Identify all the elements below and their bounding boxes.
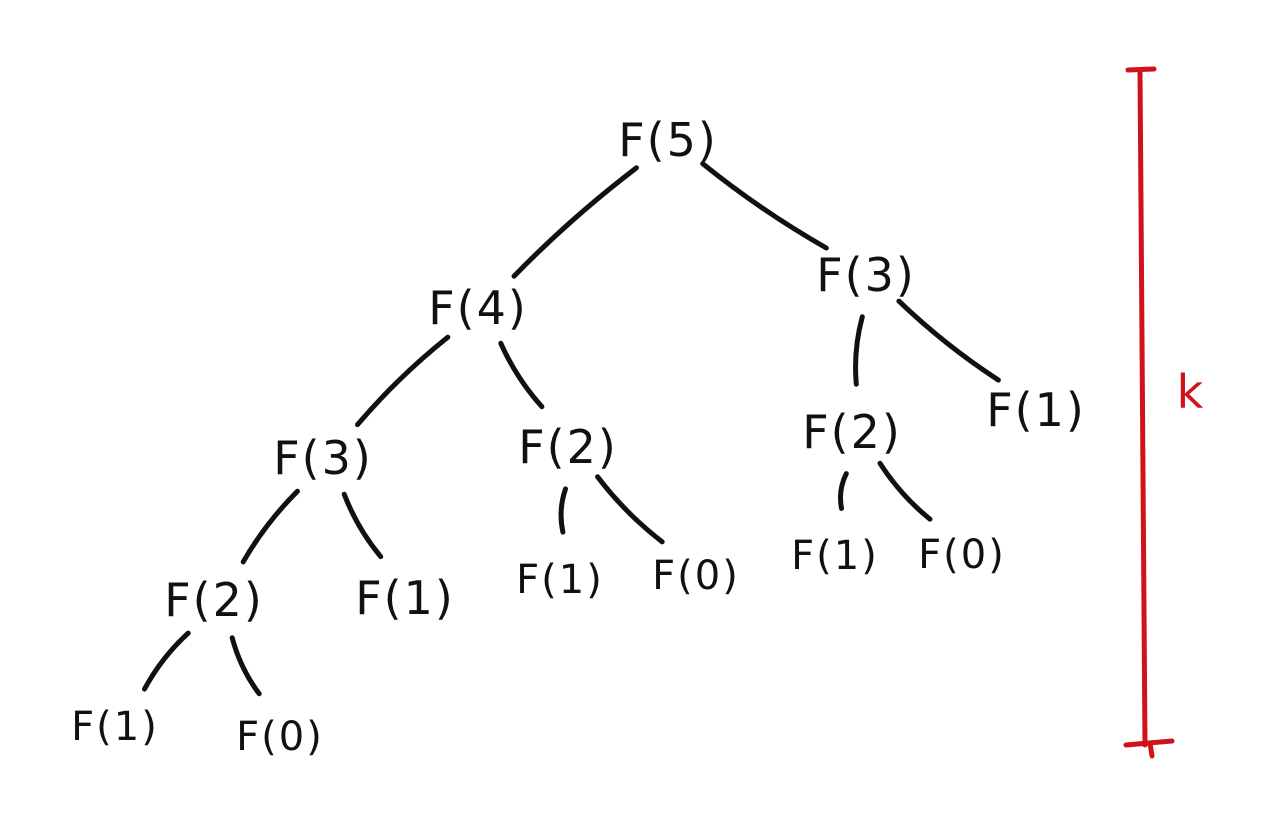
node-f2-middle: F(2) <box>518 420 618 474</box>
tree-edge-n4-n10 <box>595 474 665 545</box>
tree-edge-n5-n12 <box>877 460 933 522</box>
tree-edge-n3-n8 <box>341 491 384 560</box>
node-f0-middle: F(0) <box>652 553 740 599</box>
depth-label: k <box>1176 365 1204 419</box>
node-f0-bottom: F(0) <box>236 714 324 760</box>
node-f0-right-leaf: F(0) <box>918 532 1006 578</box>
tree-edge-n2-n5 <box>853 314 865 387</box>
node-f3-right: F(3) <box>816 248 916 302</box>
depth-marker-bar <box>1137 67 1148 748</box>
node-f1-bottom: F(1) <box>71 704 159 750</box>
tree-edge-n3-n7 <box>240 488 300 565</box>
node-f2-right: F(2) <box>802 405 902 459</box>
node-f5: F(5) <box>618 113 718 167</box>
node-f1-left-branch: F(1) <box>355 571 455 625</box>
tree-edge-n0-n1 <box>511 165 639 279</box>
tree-edge-n7-n14 <box>229 635 262 697</box>
tree-edge-n0-n2 <box>700 161 829 251</box>
tree-edge-n4-n9 <box>558 486 568 535</box>
tree-edge-n1-n4 <box>498 340 545 410</box>
tree-edge-n2-n6 <box>896 298 1001 383</box>
tree-edge-n7-n13 <box>142 630 191 692</box>
depth-marker-bottom-tick <box>1147 740 1155 759</box>
node-f2-left: F(2) <box>164 573 264 627</box>
node-f4: F(4) <box>428 281 528 335</box>
node-f1-right: F(1) <box>986 383 1086 437</box>
node-f1-right-leaf: F(1) <box>791 533 879 579</box>
node-f3-left: F(3) <box>273 431 373 485</box>
tree-edge-n1-n3 <box>355 334 451 428</box>
tree-edge-n5-n11 <box>837 471 849 511</box>
node-f1-middle: F(1) <box>516 557 604 603</box>
